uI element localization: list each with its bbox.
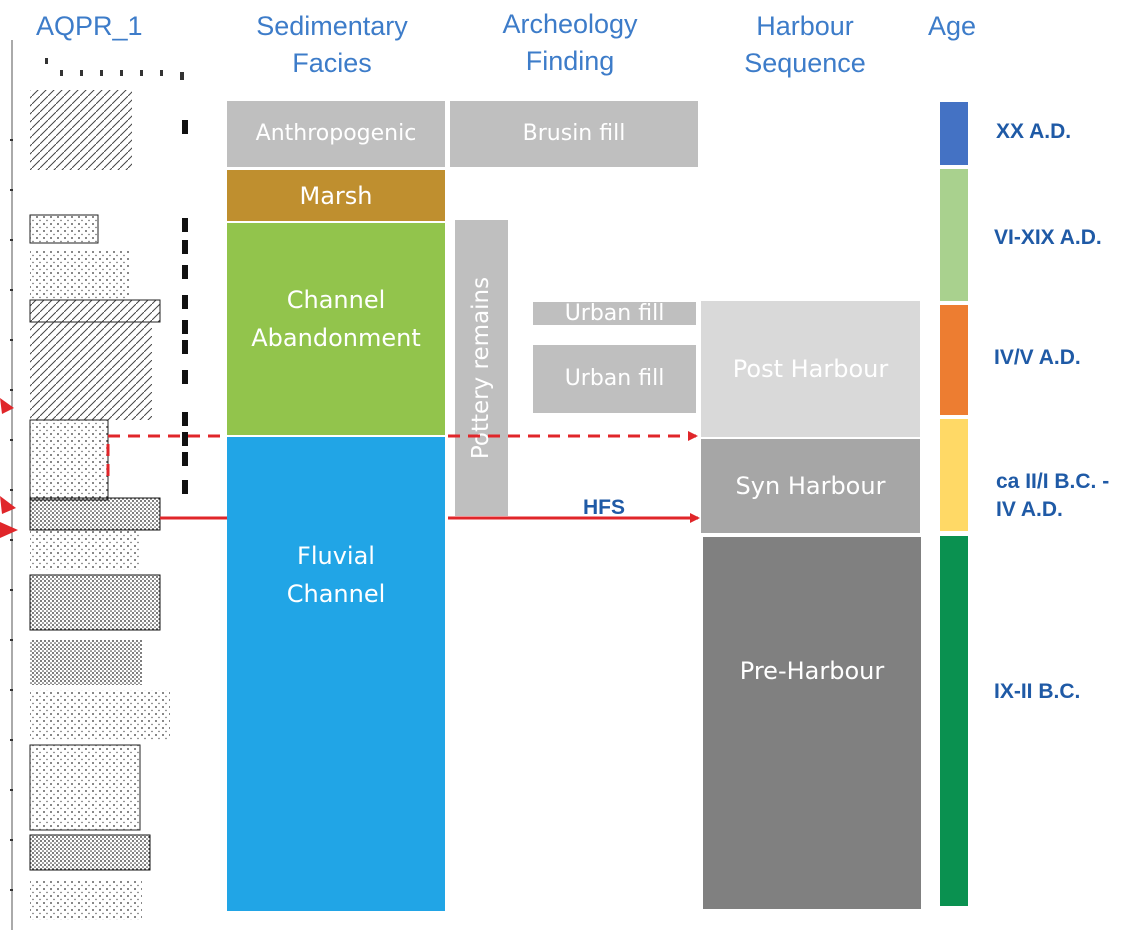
age-bar-xx — [940, 102, 968, 165]
archeology-pottery-remains: Pottery remains — [455, 220, 508, 516]
fluvial-channel-line1: Fluvial — [297, 542, 375, 570]
log-dots-unit-1 — [29, 214, 99, 244]
log-dense-unit-4 — [29, 834, 151, 871]
dashed-surface-line — [106, 434, 227, 476]
facies-channel-abandonment: Channel Abandonment — [227, 223, 445, 435]
age-bar-ix-ii — [940, 536, 968, 906]
archeology-brusin-fill: Brusin fill — [450, 101, 698, 167]
hfs-label: HFS — [583, 496, 625, 519]
log-hatch-unit-3 — [30, 322, 152, 420]
log-dots-unit-2 — [30, 250, 130, 300]
age-label-iv-v: IV/V A.D. — [994, 346, 1081, 369]
age-header: Age — [928, 11, 977, 41]
log-dots-unit-5 — [30, 690, 170, 740]
facies-header-line2: Facies — [292, 48, 372, 78]
age-label-ix-ii: IX-II B.C. — [994, 680, 1081, 703]
harbour-header: Harbour Sequence — [705, 8, 905, 82]
archeology-header-line2: Finding — [525, 46, 615, 76]
age-label-xx: XX A.D. — [996, 120, 1072, 143]
log-hatch-unit-1 — [30, 90, 132, 170]
facies-marsh: Marsh — [227, 170, 445, 221]
edge-arrow-1 — [0, 398, 14, 414]
edge-arrow-3 — [0, 522, 18, 538]
harbour-pre: Pre-Harbour — [703, 537, 921, 909]
age-label-ca-ii-i-line2: IV A.D. — [996, 498, 1063, 521]
harbour-header-line1: Harbour — [756, 11, 854, 41]
age-bar-iv-v — [940, 305, 968, 415]
facies-header-line1: Sedimentary — [256, 11, 408, 41]
archeology-urban-fill-1: Urban fill — [533, 301, 696, 326]
log-dense-unit-3 — [30, 640, 142, 685]
harbour-syn: Syn Harbour — [701, 439, 920, 533]
fluvial-channel-line2: Channel — [286, 580, 386, 608]
core-id-header: AQPR_1 — [36, 11, 143, 41]
age-bar-vi-xix — [940, 169, 968, 301]
edge-arrow-2 — [0, 496, 16, 514]
age-label-ca-ii-i: ca II/I B.C. - IV A.D. — [996, 468, 1109, 524]
facies-fluvial-channel: Fluvial Channel — [227, 437, 445, 911]
log-dense-unit-2 — [29, 574, 161, 631]
core-log — [10, 40, 188, 930]
log-dots-unit-7 — [30, 880, 142, 920]
log-header-marks — [45, 58, 184, 80]
log-dense-unit-1 — [29, 497, 161, 531]
log-dots-unit-4 — [30, 530, 140, 570]
facies-header: Sedimentary Facies — [232, 8, 432, 82]
age-label-ca-ii-i-line1: ca II/I B.C. - — [996, 470, 1110, 493]
harbour-post: Post Harbour — [701, 301, 920, 437]
channel-abandonment-line1: Channel — [286, 286, 386, 314]
age-label-vi-xix: VI-XIX A.D. — [994, 226, 1102, 249]
depth-ticks — [10, 139, 13, 891]
sample-marks — [182, 120, 188, 494]
channel-abandonment-line2: Abandonment — [251, 324, 421, 352]
log-dots-unit-6 — [29, 744, 141, 831]
archeology-header: Archeology Finding — [470, 6, 670, 80]
facies-anthropogenic: Anthropogenic — [227, 101, 445, 167]
age-bar-ca-ii-i — [940, 419, 968, 531]
archeology-header-line1: Archeology — [502, 9, 638, 39]
archeology-urban-fill-2: Urban fill — [533, 345, 696, 413]
harbour-header-line2: Sequence — [744, 48, 866, 78]
